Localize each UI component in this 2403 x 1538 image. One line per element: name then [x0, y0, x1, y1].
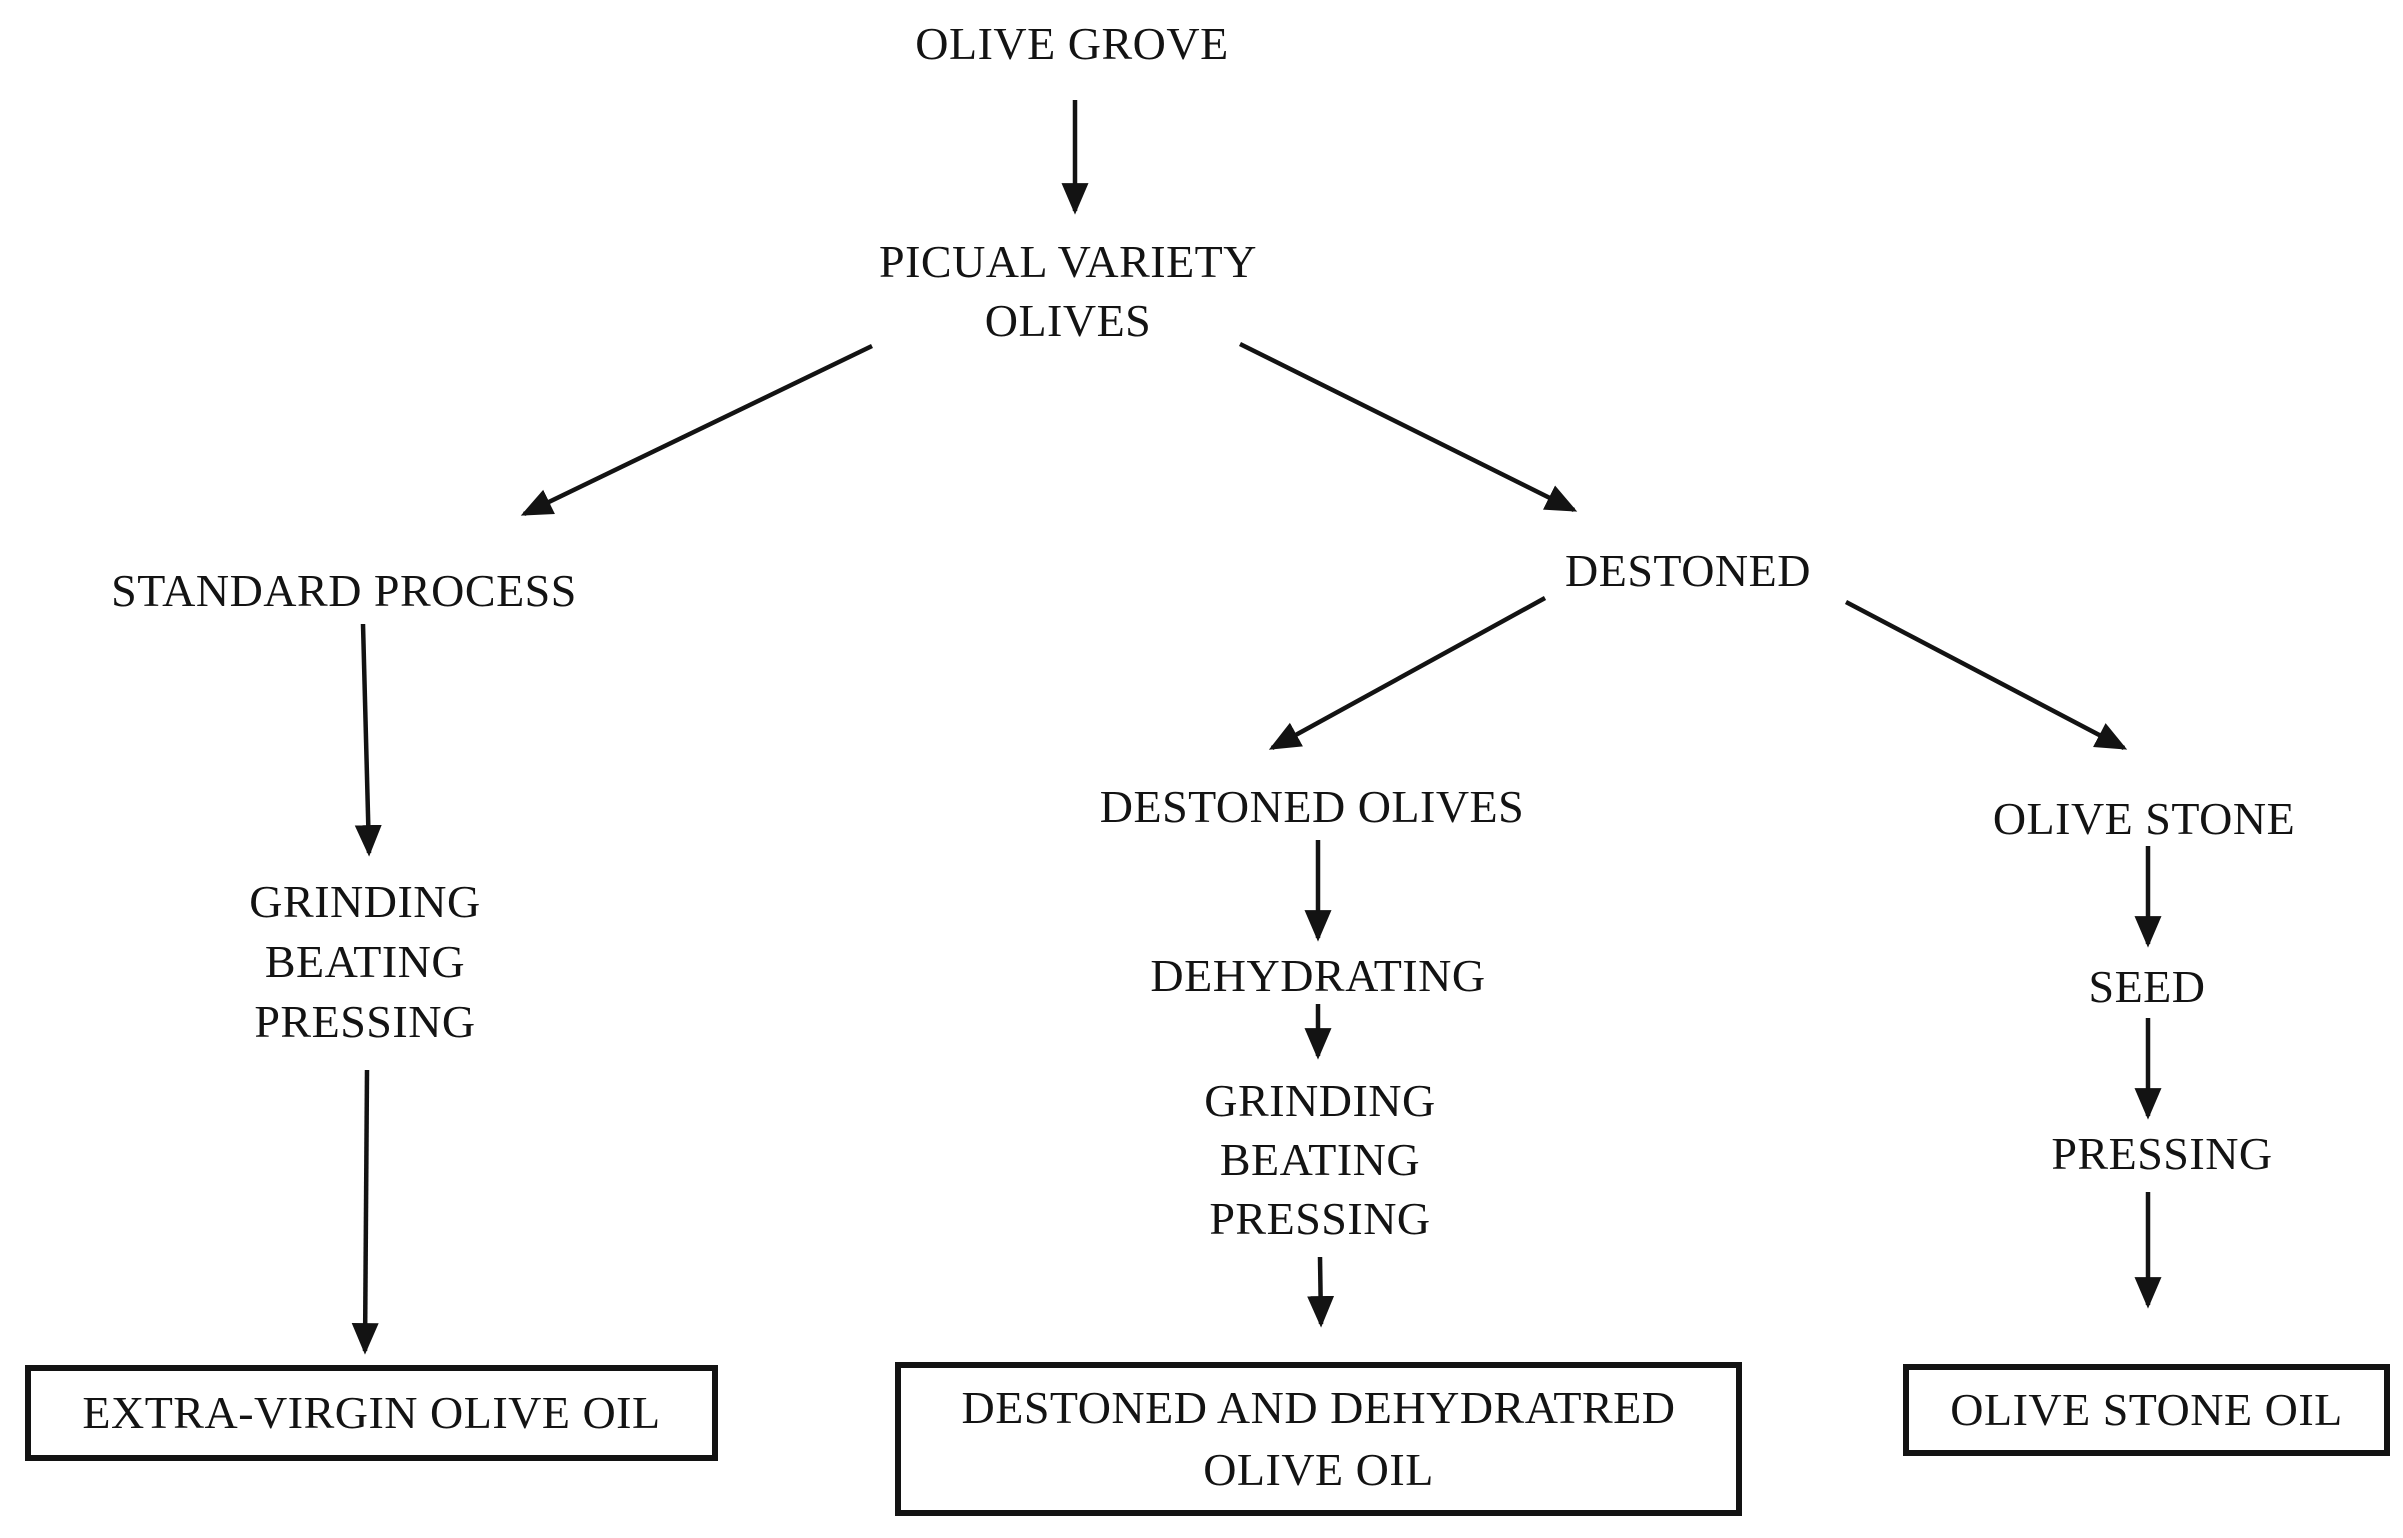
node-destoned-olives-label: DESTONED OLIVES: [1099, 781, 1525, 832]
node-pressing: PRESSING: [2051, 1124, 2272, 1184]
box-olive-stone-oil: OLIVE STONE OIL: [1903, 1364, 2390, 1456]
arrow-steps-to-extra-virgin-box: [351, 1069, 379, 1355]
node-destoned-steps-line-2: BEATING: [1219, 1134, 1421, 1185]
node-seed-label: SEED: [2088, 961, 2206, 1012]
arrow-destoned-to-olive-stone: [1844, 600, 2128, 750]
node-standard-process: STANDARD PROCESS: [111, 561, 577, 621]
arrow-picual-to-standard-process: [520, 343, 873, 517]
node-picual-line-1: PICUAL VARIETY: [878, 236, 1258, 287]
node-standard-steps-line-1: GRINDING: [249, 876, 481, 927]
box-extra-virgin-olive-oil: EXTRA-VIRGIN OLIVE OIL: [25, 1365, 718, 1461]
node-standard-steps-line-3: PRESSING: [254, 996, 476, 1047]
node-picual-line-2: OLIVES: [984, 295, 1152, 346]
node-destoned-steps-line-1: GRINDING: [1204, 1075, 1436, 1126]
node-destoned-olives: DESTONED OLIVES: [1100, 777, 1524, 837]
node-olive-stone: OLIVE STONE: [1993, 789, 2295, 849]
node-dehydrating: DEHYDRATING: [1150, 946, 1485, 1006]
node-destoned: DESTONED: [1565, 541, 1811, 601]
arrow-destoned-to-destoned-olives: [1268, 596, 1547, 750]
node-destoned-steps: GRINDING BEATING PRESSING: [1204, 1071, 1435, 1248]
node-olive-grove-label: OLIVE GROVE: [915, 18, 1229, 69]
node-pressing-label: PRESSING: [2051, 1128, 2273, 1179]
node-olive-stone-label: OLIVE STONE: [1992, 793, 2296, 844]
arrow-picual-to-destoned: [1238, 341, 1578, 513]
node-olive-grove: OLIVE GROVE: [915, 14, 1228, 74]
box-destoned-oil-line-2: OLIVE OIL: [1203, 1444, 1434, 1495]
arrow-steps-to-destoned-oil-box: [1307, 1256, 1335, 1328]
node-dehydrating-label: DEHYDRATING: [1150, 950, 1486, 1001]
node-standard-process-label: STANDARD PROCESS: [111, 565, 577, 616]
box-extra-virgin-olive-oil-label: EXTRA-VIRGIN OLIVE OIL: [82, 1387, 661, 1438]
node-standard-steps-line-2: BEATING: [264, 936, 466, 987]
node-destoned-steps-line-3: PRESSING: [1209, 1193, 1431, 1244]
node-picual-variety-olives: PICUAL VARIETY OLIVES: [879, 232, 1257, 350]
box-destoned-oil-line-1: DESTONED AND DEHYDRATRED: [961, 1382, 1676, 1433]
node-seed: SEED: [2089, 957, 2206, 1017]
node-destoned-label: DESTONED: [1565, 545, 1811, 596]
box-destoned-dehydrated-olive-oil: DESTONED AND DEHYDRATRED OLIVE OIL: [895, 1362, 1742, 1516]
node-standard-steps: GRINDING BEATING PRESSING: [249, 872, 480, 1052]
arrow-standard-process-to-steps: [354, 623, 382, 857]
box-olive-stone-oil-label: OLIVE STONE OIL: [1950, 1384, 2343, 1435]
